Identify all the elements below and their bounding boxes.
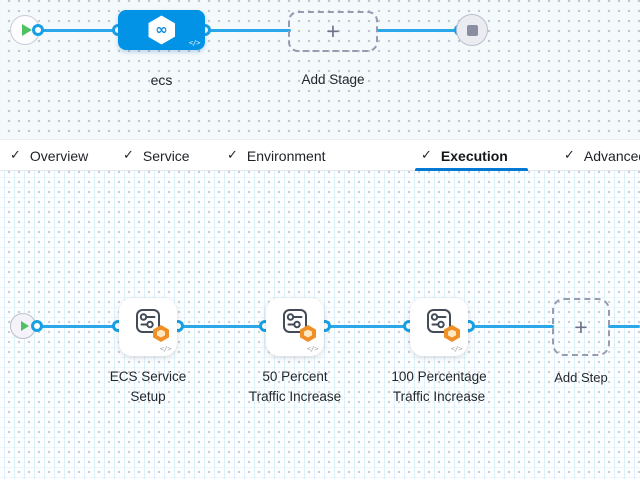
stop-icon [466, 24, 478, 36]
step-label-line: 100 Percentage [391, 369, 487, 384]
code-icon[interactable]: </> [188, 39, 201, 47]
connector-port[interactable] [32, 24, 44, 36]
code-icon[interactable]: </> [306, 345, 319, 353]
stage-node-ecs[interactable]: ∞ </> [118, 10, 205, 50]
plus-icon: + [574, 313, 588, 340]
active-tab-underline [415, 168, 528, 171]
connector-line [608, 324, 640, 328]
tab-overview[interactable]: ✓ Overview [10, 140, 88, 171]
step-label-line: ECS Service [109, 369, 187, 384]
check-icon: ✓ [10, 148, 21, 163]
check-icon: ✓ [123, 148, 134, 163]
step-node-ecs-service-setup[interactable]: </> [119, 298, 177, 356]
tab-environment[interactable]: ✓ Environment [227, 140, 326, 171]
code-icon[interactable]: </> [450, 345, 463, 353]
step-node-100-percentage-traffic-increase[interactable]: </> [410, 298, 468, 356]
add-stage-label: Add Stage [301, 72, 365, 87]
connector-line [36, 324, 120, 328]
tab-execution[interactable]: ✓ Execution [421, 140, 508, 171]
step-label: 50 Percent Traffic Increase [220, 367, 370, 407]
tab-label: Environment [246, 147, 326, 164]
step-sliders-icon [136, 309, 160, 333]
tab-advanced[interactable]: ✓ Advanced [564, 140, 640, 171]
stage-name-label: ecs [150, 72, 173, 88]
add-step-button[interactable]: + [552, 298, 610, 356]
connector-line [466, 324, 554, 328]
code-icon[interactable]: </> [159, 345, 172, 353]
tab-label: Overview [29, 147, 89, 164]
step-label-line: Setup [130, 389, 166, 404]
tab-label: Advanced [583, 147, 640, 164]
check-icon: ✓ [564, 148, 575, 163]
stage-config-tabbar: ✓ Overview ✓ Service ✓ Environment ✓ Exe… [0, 139, 640, 171]
connector-line [203, 28, 291, 32]
step-label-line: Traffic Increase [248, 389, 342, 404]
tab-service[interactable]: ✓ Service [123, 140, 190, 171]
check-icon: ✓ [421, 148, 432, 163]
play-icon [20, 321, 29, 331]
execution-canvas[interactable]: </> ECS Service Setup </> 50 Percent T [0, 171, 640, 479]
step-label-line: 50 Percent [262, 369, 328, 384]
step-label: ECS Service Setup [73, 367, 223, 407]
step-label-line: Traffic Increase [392, 389, 486, 404]
connector-line [376, 28, 460, 32]
step-sliders-icon [283, 309, 307, 333]
harness-hexagon-icon: ∞ [148, 15, 175, 45]
connector-line [40, 28, 122, 32]
tab-label: Execution [440, 147, 508, 164]
stage-canvas[interactable]: ∞ </> ecs + Add Stage [0, 0, 640, 139]
check-icon: ✓ [227, 148, 238, 163]
connector-port[interactable] [31, 320, 43, 332]
hexagon-badge-icon [444, 325, 460, 342]
add-stage-button[interactable]: + [288, 11, 378, 52]
tab-label: Service [142, 147, 190, 164]
pipeline-end-node[interactable] [456, 14, 488, 46]
hexagon-badge-icon [153, 325, 169, 342]
connector-line [322, 324, 412, 328]
add-step-label: Add Step [554, 370, 608, 385]
step-label: 100 Percentage Traffic Increase [364, 367, 514, 407]
plus-icon: + [326, 18, 340, 44]
step-sliders-icon [427, 309, 451, 333]
play-icon [21, 24, 32, 36]
connector-line [176, 324, 268, 328]
infinity-glyph: ∞ [155, 20, 168, 39]
step-node-50-percent-traffic-increase[interactable]: </> [266, 298, 324, 356]
hexagon-badge-icon [300, 325, 316, 342]
